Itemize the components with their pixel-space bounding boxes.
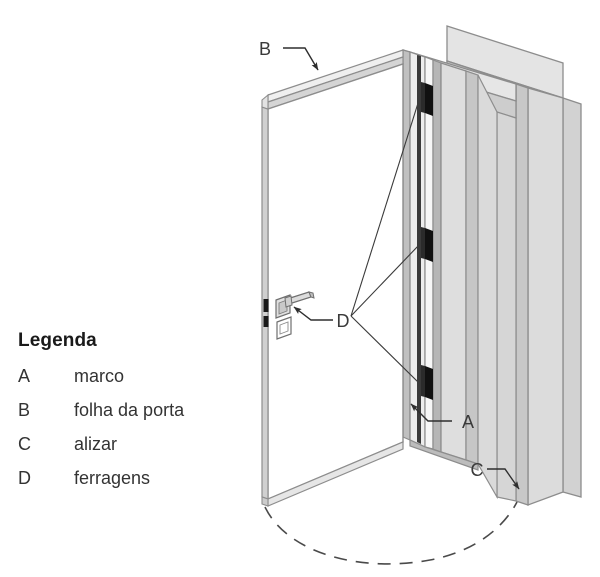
jamb-stop-shadow <box>432 59 442 453</box>
leader-line-d-handle <box>293 306 333 321</box>
legend-key-b: B <box>18 400 31 420</box>
legend-key-d: D <box>18 468 31 488</box>
hinge-bottom-edge <box>421 365 425 397</box>
leaf-jamb-seam <box>417 55 421 444</box>
legend-label-a: marco <box>74 366 125 386</box>
hinge-middle <box>425 228 433 262</box>
callout-label-b: B <box>259 39 271 59</box>
lock-edge-plates <box>263 299 269 327</box>
legend-item-c: C alizar <box>18 434 248 455</box>
leader-line-d-hinge-bottom <box>350 315 420 384</box>
latch-plate <box>263 299 269 312</box>
leader-line-b <box>283 47 319 71</box>
deadbolt-plate <box>263 316 269 327</box>
legend-label-b: folha da porta <box>74 400 185 420</box>
hinges-group <box>421 82 433 400</box>
leader-line-d-hinge-top <box>350 99 420 317</box>
legend-label-c: alizar <box>74 434 118 454</box>
handle-rosette-inner <box>278 299 288 315</box>
legend-label-d: ferragens <box>74 468 151 488</box>
callout-a-leader <box>410 403 452 422</box>
callout-b-leader <box>283 47 319 71</box>
legend-item-a: A marco <box>18 366 248 387</box>
hinge-bottom <box>425 366 433 400</box>
leader-line-a <box>410 403 452 422</box>
jamb-foot <box>409 439 479 471</box>
leaf-left-top-corner <box>261 93 269 110</box>
casing-leg-face <box>527 87 564 506</box>
handle-neck <box>284 295 293 308</box>
legend-key-a: A <box>18 366 31 386</box>
jamb-inner-face <box>440 62 467 461</box>
swing-arc <box>264 501 518 565</box>
casing-leg-outer-edge <box>562 97 582 498</box>
legend-title: Legenda <box>18 330 97 351</box>
leader-line-d-hinge-middle <box>350 244 420 317</box>
callout-c-leader <box>487 468 520 490</box>
hinge-top-edge <box>421 82 425 113</box>
leaf-face <box>267 63 404 501</box>
jamb-inner-return <box>465 70 479 465</box>
casing-leg-return <box>515 83 529 506</box>
door-hardware <box>275 291 315 340</box>
jamb-to-casing-web <box>477 74 498 500</box>
legend: Legenda A marco B folha da porta C aliza… <box>18 330 248 502</box>
leader-line-c <box>487 468 520 490</box>
hinge-middle-edge <box>421 227 425 259</box>
hinge-top <box>425 83 433 116</box>
leaf-bottom-left-corner <box>261 496 269 507</box>
legend-item-b: B folha da porta <box>18 400 248 421</box>
callout-d-leaders <box>293 99 420 384</box>
handle-lever-tip <box>308 291 315 299</box>
legend-item-d: D ferragens <box>18 468 248 489</box>
keyhole-escutcheon-inner <box>279 321 289 335</box>
callout-label-c: C <box>471 460 484 480</box>
callout-label-a: A <box>462 412 474 432</box>
frame-right-jamb-return <box>496 111 517 502</box>
jamb-back-edge <box>402 49 411 441</box>
door-leaf <box>261 49 404 507</box>
legend-key-c: C <box>18 434 31 454</box>
callout-label-d: D <box>337 311 350 331</box>
